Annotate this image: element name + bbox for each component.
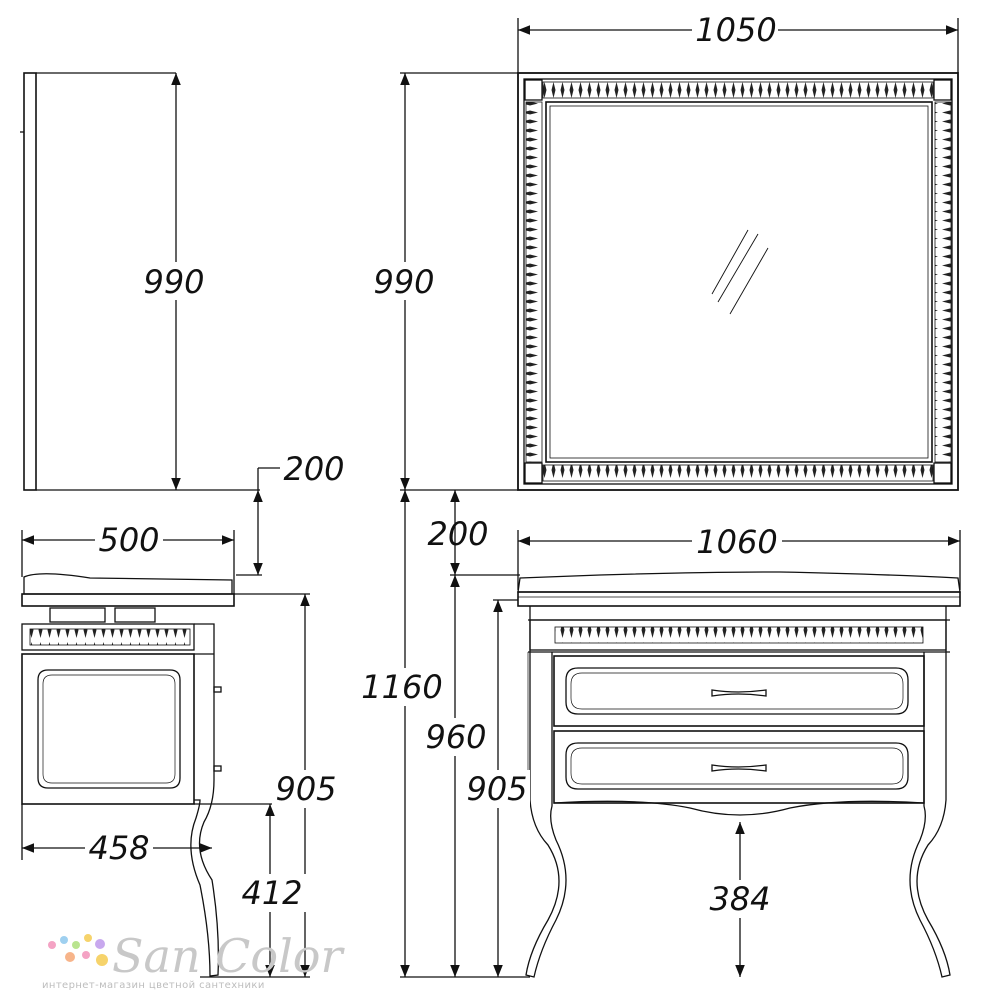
vanity-side-view <box>21 573 235 977</box>
dim-vanity-width: 1060 <box>696 523 777 561</box>
logo-dot <box>65 952 75 962</box>
mirror-front-view <box>517 72 959 491</box>
logo-dot <box>95 939 105 949</box>
dim-mirror-gap: 200 <box>283 450 344 488</box>
dim-mirror-front-width: 1050 <box>695 11 776 49</box>
watermark-brand: San Color <box>112 929 345 983</box>
mirror-side-view <box>20 72 260 491</box>
logo-dot <box>60 936 68 944</box>
logo-dot <box>48 941 56 949</box>
dim-body-height-front: 905 <box>466 770 527 808</box>
watermark-logo: San Color интернет-магазин цветной санте… <box>42 929 345 991</box>
vanity-front-view <box>517 571 961 978</box>
logo-dot <box>96 954 108 966</box>
dim-mirror-front-height: 990 <box>373 263 434 301</box>
dim-top-height: 960 <box>425 718 486 756</box>
mirror-gap-side-dim <box>236 467 280 576</box>
dim-front-gap: 200 <box>427 515 488 553</box>
dim-body-depth: 458 <box>88 829 149 867</box>
logo-dot <box>84 934 92 942</box>
logo-dot <box>72 941 80 949</box>
dim-leg-clearance-front: 384 <box>709 880 770 918</box>
dim-leg-height-side: 412 <box>241 874 302 912</box>
dim-mirror-side-height: 990 <box>143 263 204 301</box>
dim-body-height-side: 905 <box>275 770 336 808</box>
dim-vanity-depth: 500 <box>98 521 159 559</box>
dim-overall-height: 1160 <box>361 668 442 706</box>
logo-dot <box>82 951 90 959</box>
watermark-tagline: интернет-магазин цветной сантехники <box>42 980 265 991</box>
